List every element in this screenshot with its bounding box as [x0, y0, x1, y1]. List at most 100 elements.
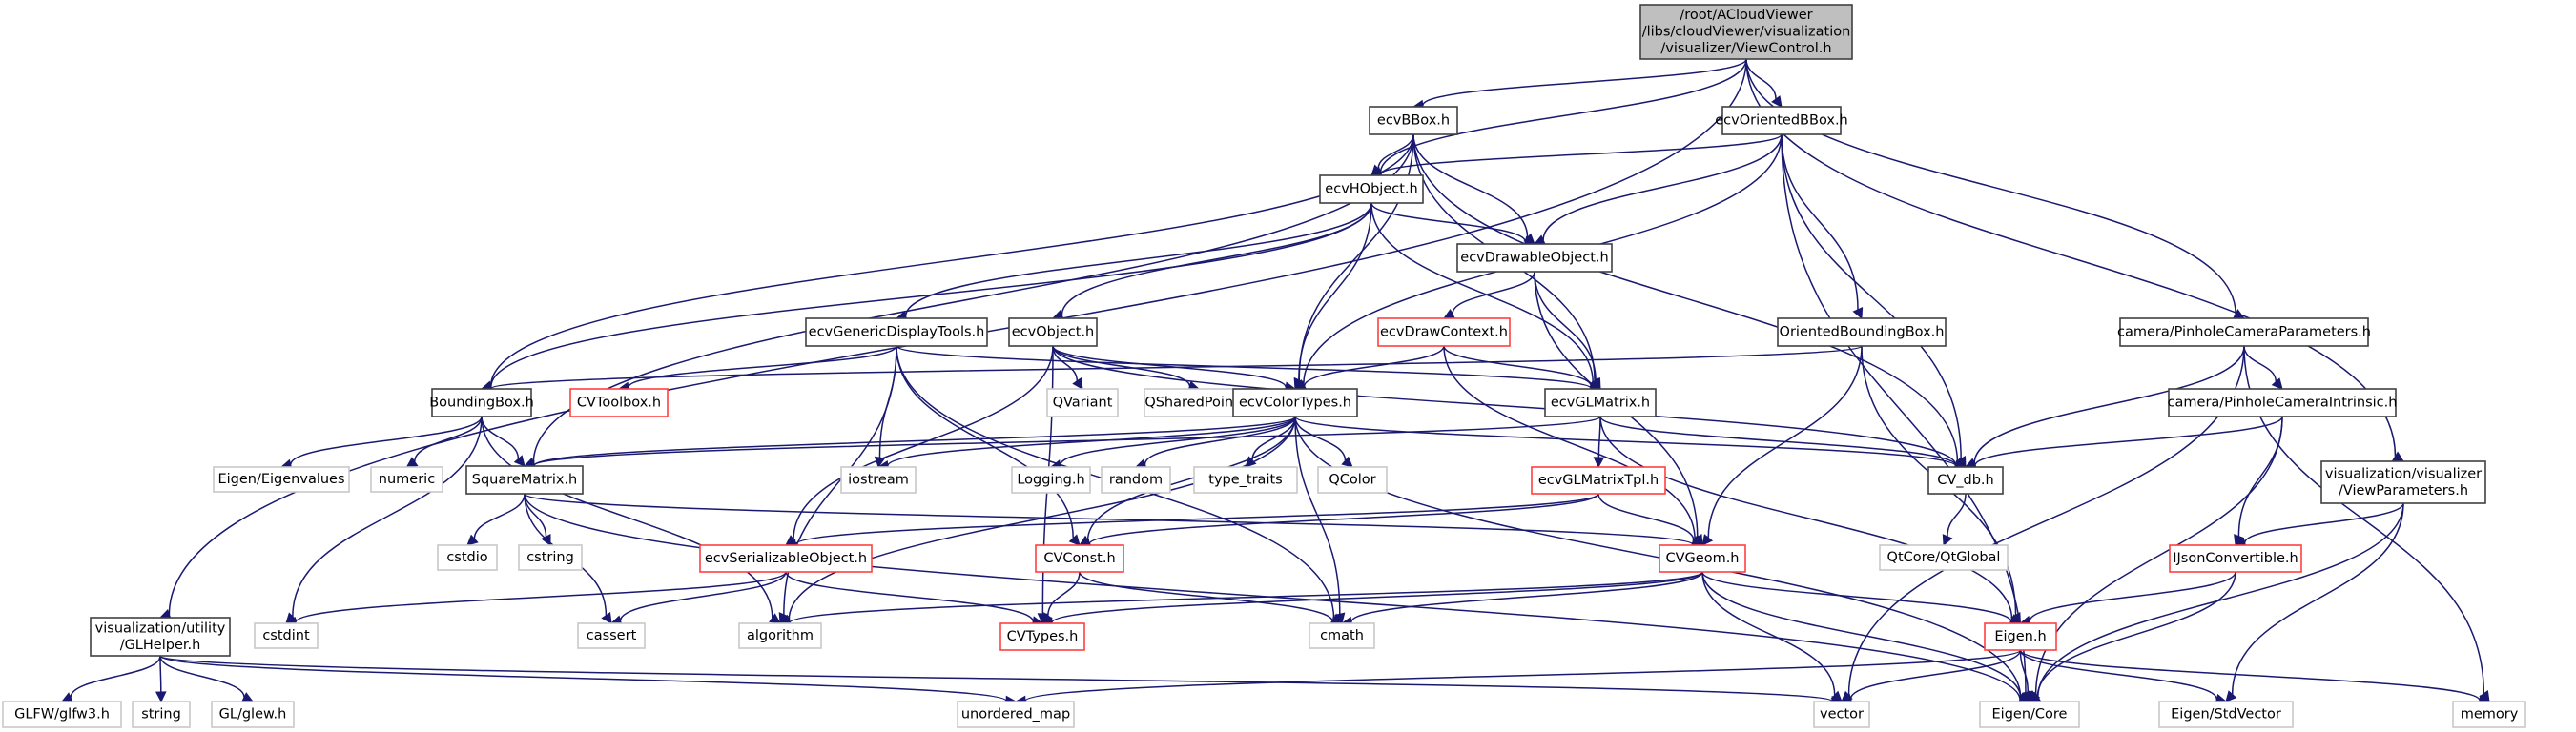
- arrowhead-icon: [1072, 377, 1083, 390]
- edge-ecv-object-to-ecv-serializable-object: [793, 345, 1054, 540]
- node-cvgeom[interactable]: CVGeom.h: [1659, 544, 1746, 573]
- node-box: [431, 388, 532, 417]
- arrowhead-icon: [1942, 534, 1953, 547]
- edge-ecv-color-types-to-qcolor: [1294, 416, 1347, 461]
- node-glew[interactable]: GL/glew.h: [211, 701, 295, 728]
- edge-ecv-hobject-to-ecv-generic-display-tools: [904, 202, 1372, 316]
- node-label: ecvSerializableObject.h: [705, 551, 867, 566]
- node-logging[interactable]: Logging.h: [1011, 466, 1091, 494]
- node-cvtypes[interactable]: CVTypes.h: [999, 622, 1085, 651]
- edge-view-parameters-to-eigen-std-vector: [2231, 502, 2404, 695]
- node-ecv-bbox[interactable]: ecvBBox.h: [1369, 106, 1458, 135]
- node-cstdint[interactable]: cstdint: [254, 622, 319, 649]
- node-ecv-oriented-bbox[interactable]: ecvOrientedBBox.h: [1715, 106, 1848, 135]
- edge-ecv-color-types-to-random: [1144, 416, 1296, 465]
- edge-bounding-box-to-cstdint: [292, 416, 483, 617]
- node-iostream[interactable]: iostream: [840, 466, 917, 494]
- node-qt-global[interactable]: QtCore/QtGlobal: [1879, 544, 2009, 571]
- node-eigen-eigenvalues[interactable]: Eigen/Eigenvalues: [213, 466, 350, 493]
- node-type-traits[interactable]: type_traits: [1193, 466, 1298, 494]
- node-box: [805, 317, 988, 347]
- node-square-matrix[interactable]: SquareMatrix.h: [465, 465, 584, 495]
- edge-ecv-bbox-to-cv-db: [1412, 133, 1959, 462]
- node-cvtoolbox[interactable]: CVToolbox.h: [569, 388, 669, 417]
- arrowhead-icon: [1593, 457, 1605, 469]
- node-label: ecvBBox.h: [1377, 113, 1450, 129]
- node-ecv-glmatrix[interactable]: ecvGLMatrix.h: [1544, 388, 1657, 417]
- node-glfw3[interactable]: GLFW/glfw3.h: [2, 701, 122, 728]
- node-qcolor[interactable]: QColor: [1317, 466, 1388, 494]
- node-ijson-convertible[interactable]: IJsonConvertible.h: [2169, 544, 2302, 573]
- edge-cvgeom-to-vector: [1701, 571, 1836, 696]
- arrowhead-icon: [466, 534, 479, 546]
- node-algorithm[interactable]: algorithm: [738, 622, 822, 649]
- node-label: cassert: [587, 628, 637, 643]
- edge-ecv-draw-context-to-ecv-color-types: [1303, 345, 1445, 387]
- node-box: [738, 622, 822, 649]
- node-ecv-color-types[interactable]: ecvColorTypes.h: [1232, 388, 1358, 417]
- node-box: [370, 466, 443, 493]
- node-box: [1813, 701, 1870, 728]
- edge-eigen-h-to-memory: [2019, 649, 2481, 702]
- node-cmath[interactable]: cmath: [1309, 622, 1375, 649]
- node-cstring[interactable]: cstring: [518, 544, 583, 571]
- node-box: [1193, 466, 1298, 494]
- node-box: [1659, 544, 1746, 573]
- node-box: [132, 701, 191, 728]
- node-cv-db[interactable]: CV_db.h: [1927, 466, 2004, 495]
- node-ecv-serializable-object[interactable]: ecvSerializableObject.h: [699, 544, 873, 573]
- node-label: /GLHelper.h: [120, 638, 201, 653]
- arrowhead-icon: [1701, 534, 1714, 546]
- edge-pinhole-camera-parameters-to-pinhole-camera-intrinsic: [2243, 345, 2277, 382]
- node-label: numeric: [379, 472, 435, 487]
- node-ecv-draw-context[interactable]: ecvDrawContext.h: [1377, 317, 1511, 347]
- node-eigen-core[interactable]: Eigen/Core: [1979, 701, 2080, 728]
- node-bounding-box[interactable]: BoundingBox.h: [429, 388, 534, 417]
- node-box: [1979, 701, 2080, 728]
- node-glhelper[interactable]: visualization/utility/GLHelper.h: [90, 617, 231, 657]
- node-ecv-object[interactable]: ecvObject.h: [1008, 317, 1098, 347]
- node-eigen-h[interactable]: Eigen.h: [1984, 622, 2057, 651]
- node-box: [569, 388, 669, 417]
- node-random[interactable]: random: [1101, 466, 1171, 494]
- edge-ecv-hobject-to-ecv-glmatrix: [1370, 202, 1594, 383]
- node-memory[interactable]: memory: [2452, 701, 2526, 728]
- node-oriented-bounding-box[interactable]: OrientedBoundingBox.h: [1777, 317, 1947, 347]
- node-pinhole-camera-parameters[interactable]: camera/PinholeCameraParameters.h: [2117, 317, 2371, 347]
- arrowhead-icon: [1852, 307, 1864, 320]
- node-ecv-hobject[interactable]: ecvHObject.h: [1319, 174, 1424, 204]
- node-eigen-std-vector[interactable]: Eigen/StdVector: [2158, 701, 2294, 728]
- node-pinhole-camera-intrinsic[interactable]: camera/PinholeCameraIntrinsic.h: [2168, 388, 2398, 417]
- node-vector[interactable]: vector: [1813, 701, 1870, 728]
- edge-bounding-box-to-algorithm: [481, 416, 773, 619]
- node-ecv-drawable-object[interactable]: ecvDrawableObject.h: [1456, 243, 1613, 273]
- node-view-parameters[interactable]: visualization/visualizer/ViewParameters.…: [2320, 460, 2486, 504]
- node-box: [1046, 388, 1119, 417]
- edge-ecv-serializable-object-to-cvtypes: [785, 571, 1034, 622]
- node-label: ecvDrawableObject.h: [1460, 251, 1608, 266]
- node-cstdio[interactable]: cstdio: [437, 544, 498, 571]
- node-label: IJsonConvertible.h: [2173, 551, 2298, 566]
- node-qvariant[interactable]: QVariant: [1046, 388, 1119, 417]
- node-root[interactable]: /root/ACloudViewer/libs/cloudViewer/visu…: [1639, 4, 1853, 60]
- arrowhead-icon: [874, 456, 886, 469]
- node-cassert[interactable]: cassert: [577, 622, 646, 649]
- arrowhead-icon: [405, 457, 419, 468]
- node-box: [465, 465, 584, 495]
- arrowhead-icon: [2225, 690, 2237, 702]
- edge-ecv-glmatrix-tpl-to-ecv-serializable-object: [794, 493, 1599, 546]
- edge-ecv-serializable-object-to-cassert: [619, 571, 787, 621]
- edge-pinhole-camera-intrinsic-to-ijson-convertible: [2237, 416, 2283, 537]
- node-unordered-map[interactable]: unordered_map: [957, 701, 1075, 728]
- node-ecv-glmatrix-tpl[interactable]: ecvGLMatrixTpl.h: [1531, 466, 1666, 495]
- node-numeric[interactable]: numeric: [370, 466, 443, 493]
- arrowhead-icon: [769, 613, 781, 624]
- node-cvconst[interactable]: CVConst.h: [1035, 544, 1124, 573]
- node-label: GLFW/glfw3.h: [14, 707, 110, 722]
- node-ecv-generic-display-tools[interactable]: ecvGenericDisplayTools.h: [805, 317, 988, 347]
- node-box: [437, 544, 498, 571]
- node-string[interactable]: string: [132, 701, 191, 728]
- node-box: [518, 544, 583, 571]
- edge-pinhole-camera-intrinsic-to-cv-db: [1974, 416, 2283, 466]
- arrowhead-icon: [155, 691, 167, 703]
